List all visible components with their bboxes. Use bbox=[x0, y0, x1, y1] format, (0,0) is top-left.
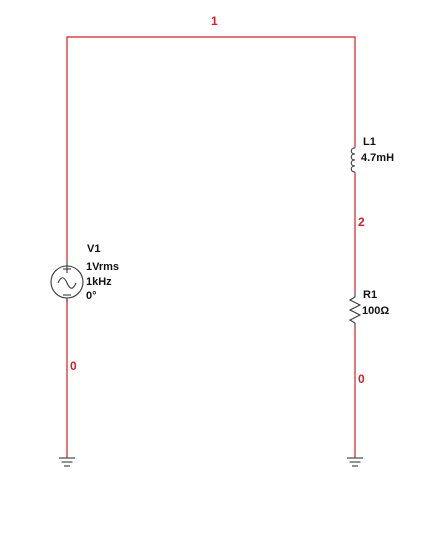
ground-right-icon bbox=[347, 457, 363, 467]
inductor-ref-label: L1 bbox=[363, 136, 376, 148]
sine-wave-icon bbox=[57, 277, 77, 289]
source-frequency-label: 1kHz bbox=[86, 276, 112, 288]
net-label-1: 1 bbox=[211, 14, 218, 28]
ground-left-icon bbox=[59, 457, 75, 467]
wire-net-1[interactable] bbox=[66, 36, 356, 262]
inductor-value-label: 4.7mH bbox=[361, 152, 394, 164]
ac-source-v1[interactable] bbox=[50, 262, 84, 302]
resistor-value-label: 100Ω bbox=[362, 305, 389, 317]
source-ref-label: V1 bbox=[87, 243, 100, 255]
source-amplitude-label: 1Vrms bbox=[86, 261, 119, 273]
net-label-0-left: 0 bbox=[70, 359, 77, 373]
net-label-2: 2 bbox=[358, 215, 365, 229]
inductor-l1[interactable] bbox=[350, 147, 356, 173]
resistor-r1[interactable] bbox=[348, 293, 362, 327]
resistor-ref-label: R1 bbox=[363, 289, 377, 301]
net-label-0-right: 0 bbox=[358, 372, 365, 386]
wires bbox=[66, 36, 356, 458]
source-phase-label: 0° bbox=[86, 290, 97, 302]
